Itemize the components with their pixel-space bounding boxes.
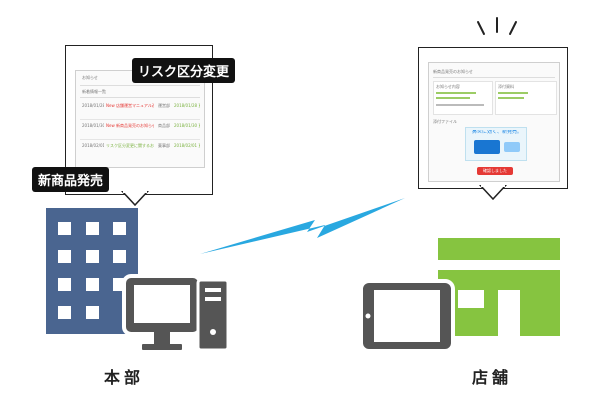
monitor-icon <box>122 274 202 350</box>
store-info-right: 添付資料 <box>498 84 514 89</box>
store-screen: 新商品発売のお知らせ お知らせ内容 添付資料 添付ファイル 鼻炎に効く、新発売。… <box>428 62 560 182</box>
hq-screen-section: 新着情報一覧 <box>82 89 106 94</box>
store-bubble-tail <box>478 185 508 201</box>
hq-screen-title: お知らせ <box>82 75 98 80</box>
risk-change-tag: リスク区分変更 <box>132 58 236 83</box>
store-info-left: お知らせ内容 <box>436 84 460 89</box>
hq-label: 本部 <box>104 368 145 387</box>
store-screen-header: 新商品発売のお知らせ <box>433 69 473 74</box>
hq-screen-row[interactable]: 2018/02/01 リスク区分変更に関するお知らせ 薬事部 2018/02/0… <box>82 143 200 148</box>
new-product-tag: 新商品発売 <box>32 167 110 192</box>
store-attachment-label: 添付ファイル <box>433 119 457 124</box>
hq-screen-row[interactable]: 2018/01/28 New 店舗運営マニュアル改訂のお知らせ 運営部 2018… <box>80 101 200 120</box>
product-banner: 鼻炎に効く、新発売。 <box>465 127 527 161</box>
store-label: 店舗 <box>472 368 513 387</box>
store-icon <box>438 238 560 336</box>
pc-tower-icon <box>196 278 230 352</box>
alert-marks-icon <box>477 17 517 35</box>
hq-screen-row[interactable]: 2018/01/30 New 新商品発売のお知らせ 商品部 2018/01/30… <box>80 121 200 140</box>
hq-screen: お知らせ 新着情報一覧 2018/01/28 New 店舗運営マニュアル改訂のお… <box>75 70 205 168</box>
hq-bubble-tail <box>120 191 150 207</box>
signal-icon <box>200 198 405 254</box>
product-copy: 鼻炎に効く、新発売。 <box>472 130 523 135</box>
tablet-icon <box>359 279 455 353</box>
confirm-button[interactable]: 確認しました <box>477 167 513 175</box>
